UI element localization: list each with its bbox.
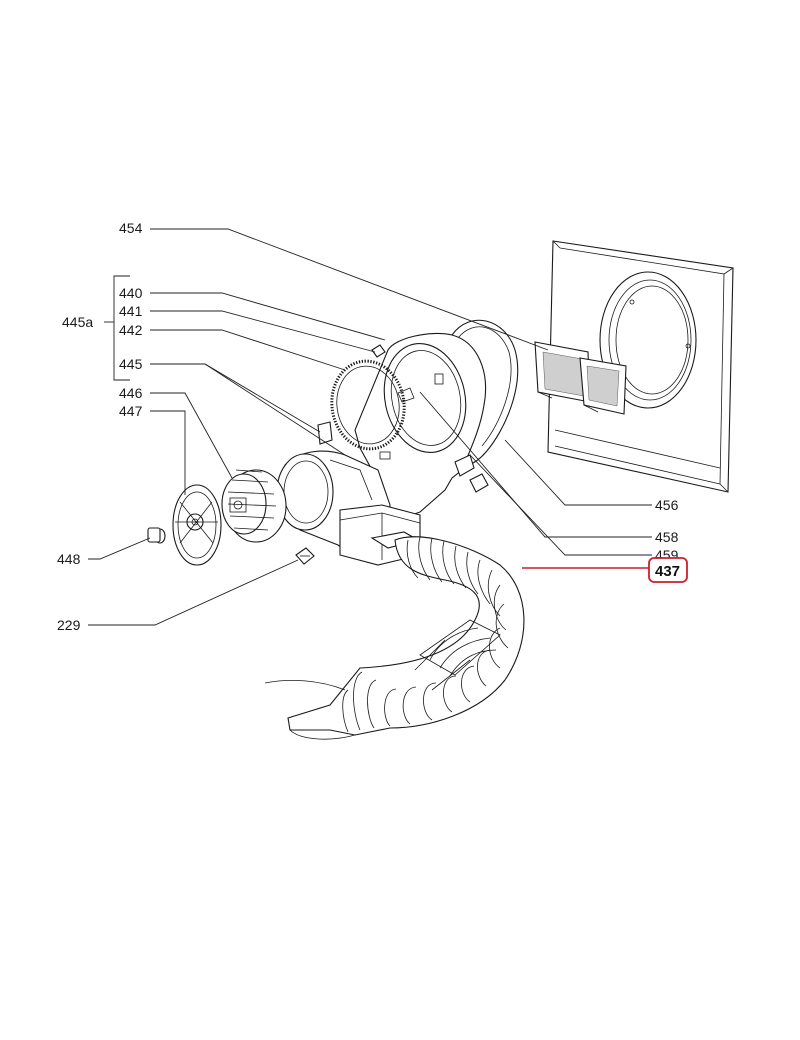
highlighted-part-callout[interactable]: 437 (648, 557, 688, 583)
hose-ribs (342, 536, 509, 733)
label-445a: 445a (62, 314, 93, 330)
clip (295, 547, 315, 565)
label-446: 446 (119, 385, 143, 401)
fluff-filter (534, 341, 627, 415)
label-229: 229 (57, 617, 81, 633)
label-458: 458 (655, 529, 679, 545)
label-441: 441 (119, 303, 143, 319)
fan-cover (172, 484, 222, 566)
label-437: 437 (655, 563, 680, 580)
exhaust-hose (264, 536, 525, 740)
label-447: 447 (119, 403, 143, 419)
label-445: 445 (119, 356, 143, 372)
screw (147, 527, 166, 544)
gasket-ring (330, 359, 406, 451)
part-labels: 454 440 441 445a 442 445 446 447 448 229… (57, 220, 679, 633)
label-440: 440 (119, 285, 143, 301)
leader-lines (88, 228, 652, 626)
fan-wheel (221, 469, 287, 543)
label-456: 456 (655, 497, 679, 513)
label-448: 448 (57, 551, 81, 567)
highlight-box (648, 557, 688, 583)
label-442: 442 (119, 322, 143, 338)
label-454: 454 (119, 220, 143, 236)
